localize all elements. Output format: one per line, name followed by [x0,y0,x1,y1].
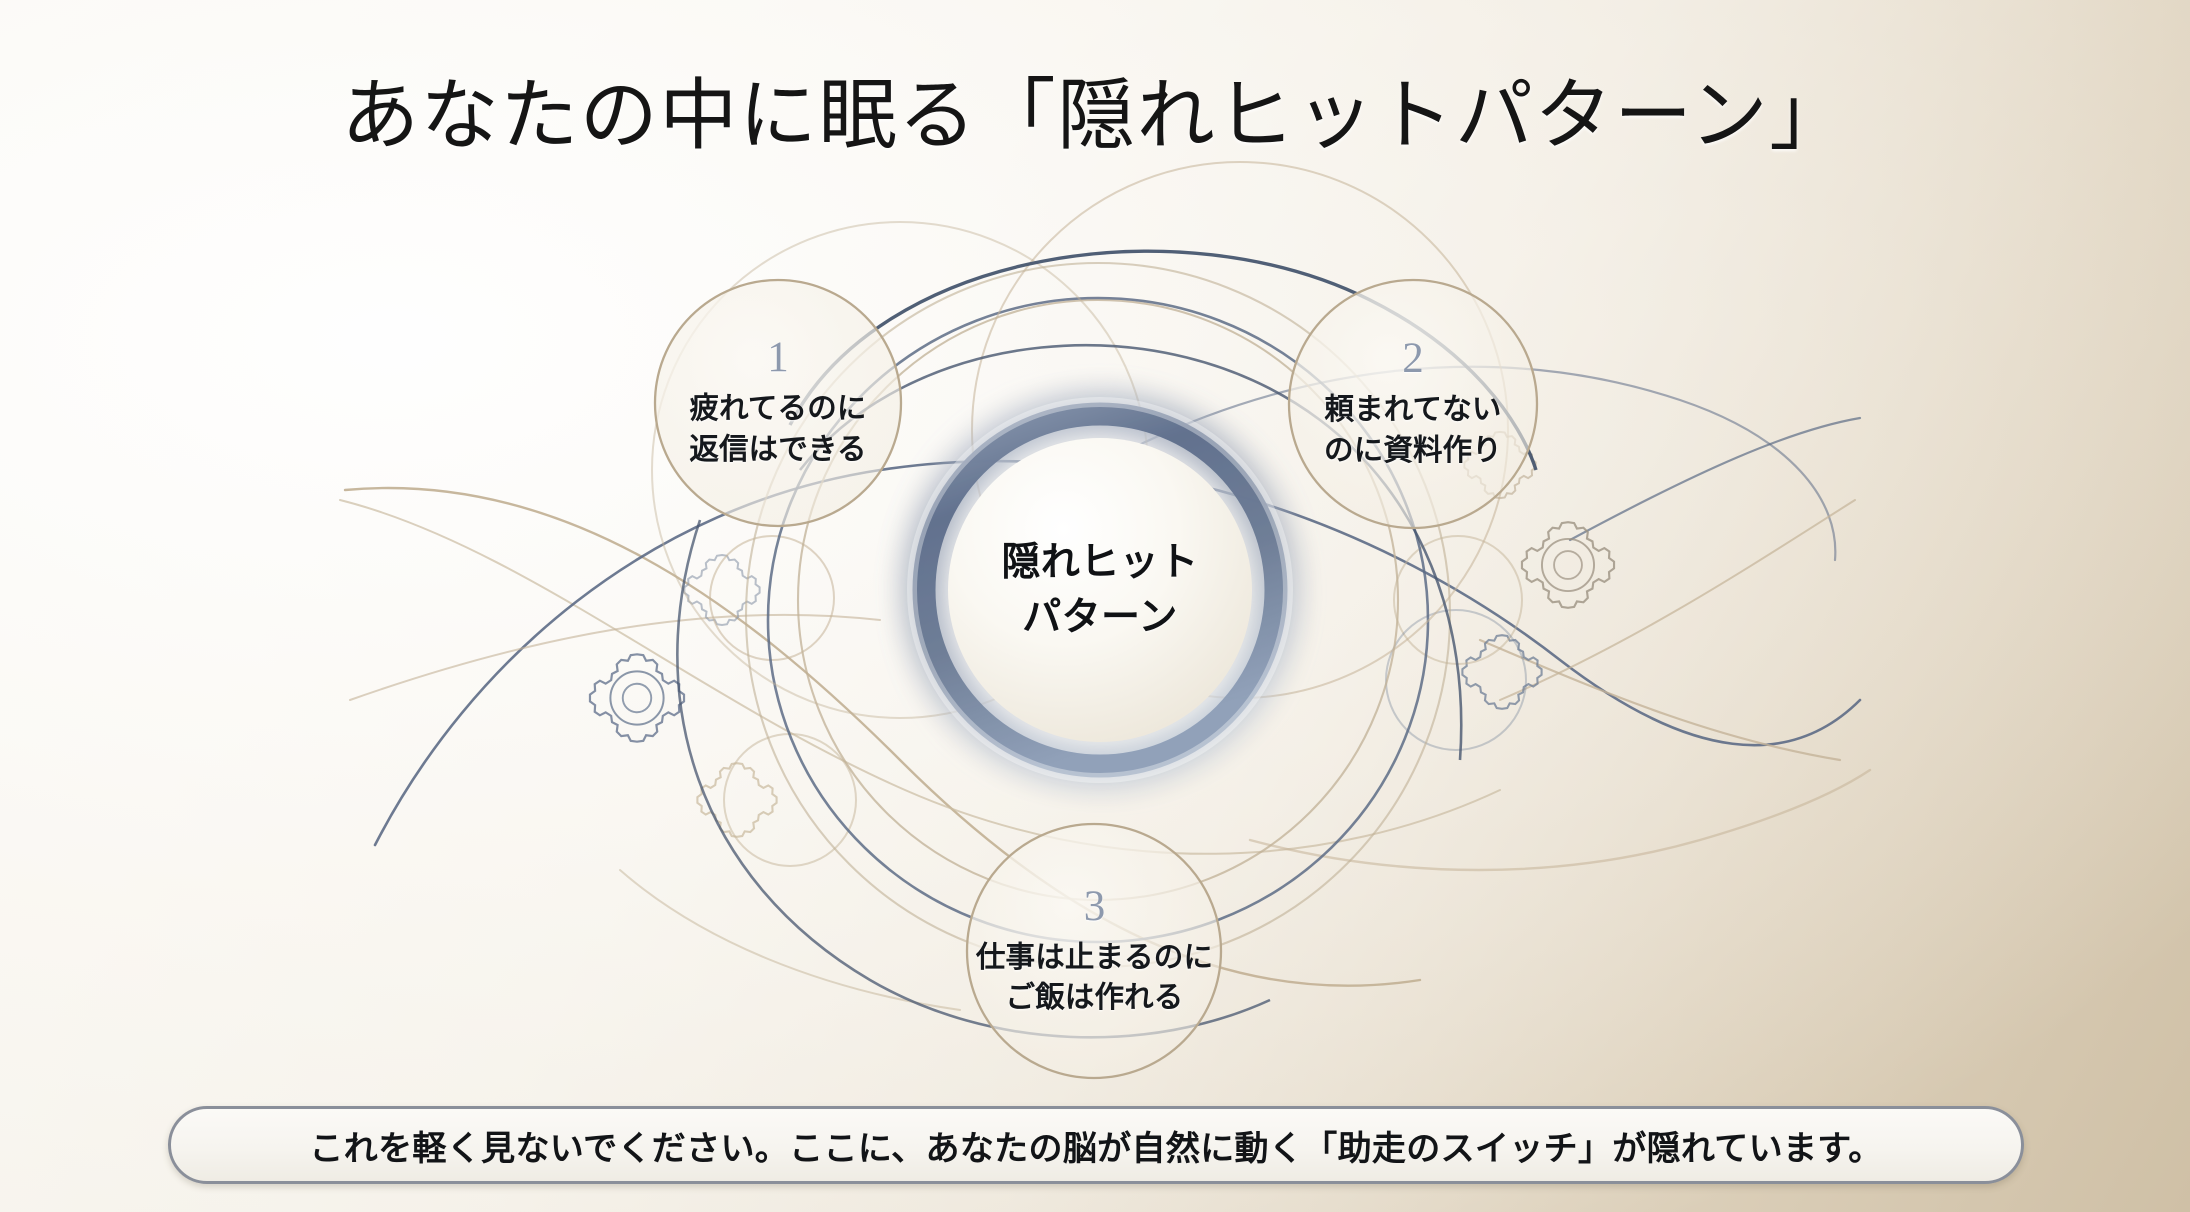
gear-cluster-right [1385,430,1616,751]
node-2-line1: 頼まれてない [1324,393,1502,427]
footer-text: これを軽く見ないでください。ここに、あなたの脳が自然に動く「助走のスイッチ」が隠… [309,1129,1883,1168]
node-circle-3 [965,822,1223,1080]
node-2: 2 頼まれてない のに資料作り [1290,280,1536,528]
gear-icon [696,762,778,838]
gear-icon [588,653,686,743]
gear-icon [1520,521,1616,609]
node-3-line1: 仕事は止まるのに [975,940,1214,974]
node-circle-2 [1287,278,1539,530]
node-3: 3 仕事は止まるのに ご飯は作れる [968,825,1221,1078]
footer-callout: これを軽く見ないでください。ここに、あなたの脳が自然に動く「助走のスイッチ」が隠… [168,1106,2024,1184]
hub-label-line1: 隠れヒット [1001,540,1199,584]
hub-circle [888,378,1312,802]
node-3-number: 3 [1083,882,1106,930]
hub-label: 隠れヒット パターン [952,442,1248,738]
node-2-number: 2 [1402,335,1424,383]
node-1-line2: 返信はできる [689,432,867,466]
node-1-line1: 疲れてるのに [689,392,867,426]
node-1-number: 1 [767,334,789,382]
node-circles [653,278,1539,1080]
hub-label-line2: パターン [1022,596,1178,639]
node-3-line2: ご飯は作れる [1005,981,1184,1014]
node-circle-1 [653,278,903,528]
node-2-line2: のに資料作り [1324,433,1502,467]
node-1: 1 疲れてるのに 返信はできる [655,280,901,526]
